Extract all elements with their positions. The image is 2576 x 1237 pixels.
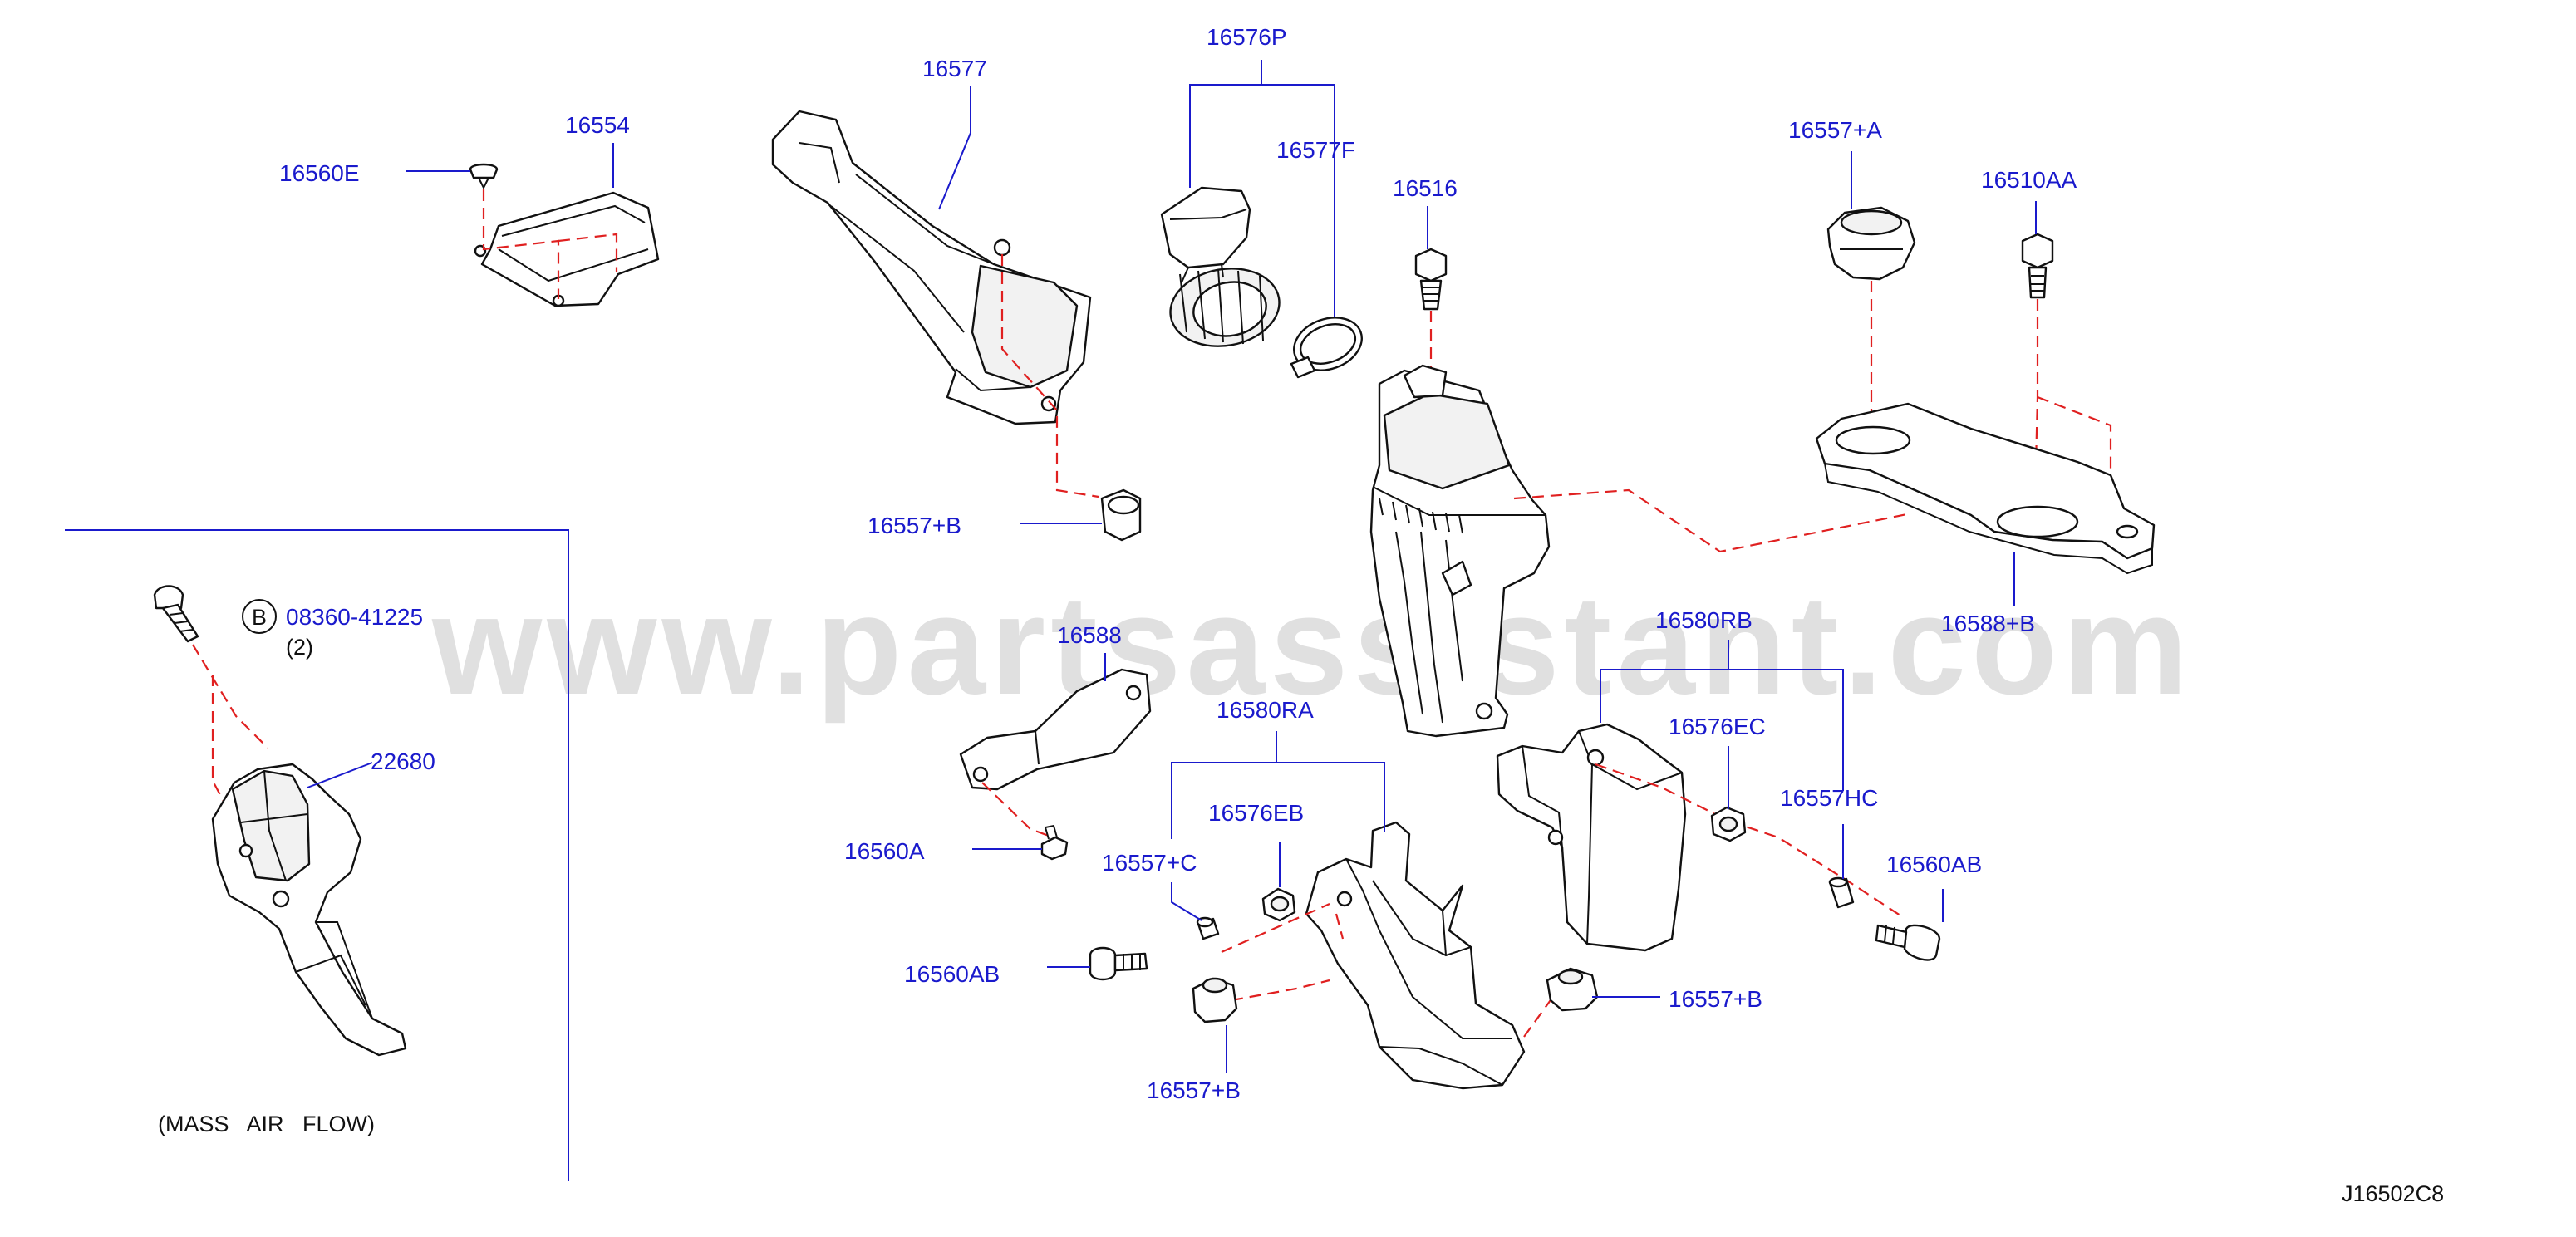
- part-duct-16577[interactable]: [771, 110, 1092, 425]
- leader-16557C: [1171, 882, 1202, 921]
- dash-16577: [1000, 254, 1099, 498]
- part-resonator-16580RB[interactable]: [1496, 723, 1687, 952]
- watermark: www.partsassistant.com: [431, 567, 2193, 724]
- part-cover-16554[interactable]: [474, 191, 660, 307]
- part-collar-16557C[interactable]: [1196, 916, 1220, 940]
- part-bracket-16588[interactable]: [959, 668, 1152, 791]
- diagram-code: J16502C8: [2342, 1181, 2444, 1206]
- label-16557B-right[interactable]: 16557+B: [1669, 986, 1762, 1012]
- leader-16580RA: [1171, 762, 1385, 839]
- label-16580RB[interactable]: 16580RB: [1655, 607, 1753, 633]
- dash-16560AB-left: [1221, 902, 1330, 954]
- label-16588[interactable]: 16588: [1057, 622, 1122, 648]
- part-nut-16576EB[interactable]: [1261, 887, 1296, 922]
- dash-16588: [981, 782, 1050, 837]
- label-16554[interactable]: 16554: [565, 112, 630, 138]
- part-grommet-16557B-bottom[interactable]: [1192, 977, 1238, 1023]
- part-bracket-16588B[interactable]: [1815, 402, 2156, 575]
- part-bolt-16560AB-right[interactable]: [1875, 924, 1941, 961]
- dash-16557B-bottom: [1231, 979, 1330, 1002]
- label-16510AA[interactable]: 16510AA: [1981, 167, 2077, 193]
- label-16560AB-left[interactable]: 16560AB: [904, 961, 1000, 987]
- dash-16560E: [482, 189, 560, 299]
- label-16557B-bottom[interactable]: 16557+B: [1147, 1077, 1241, 1103]
- label-16577F[interactable]: 16577F: [1276, 137, 1355, 163]
- label-16560E[interactable]: 16560E: [279, 160, 360, 186]
- part-resonator-16580RA[interactable]: [1305, 821, 1526, 1090]
- label-16576P[interactable]: 16576P: [1207, 24, 1287, 50]
- label-08360-qty: (2): [286, 635, 313, 660]
- circle-b-marker: [242, 599, 277, 634]
- part-clip-16560E[interactable]: [469, 163, 499, 190]
- dash-16557B-right: [1523, 988, 1560, 1038]
- label-16560A[interactable]: 16560A: [844, 838, 925, 864]
- dash-16554: [558, 233, 618, 272]
- label-16557HC[interactable]: 16557HC: [1780, 785, 1878, 811]
- part-bolt-08360[interactable]: [153, 585, 199, 643]
- part-maf-sensor-22680[interactable]: [211, 763, 407, 1057]
- caption-mass-air-flow: (MASS AIR FLOW): [158, 1112, 375, 1136]
- part-collar-16557HC[interactable]: [1828, 876, 1855, 909]
- dash-16510AA: [2034, 299, 2039, 525]
- inset-frame: [65, 529, 569, 1181]
- label-16577[interactable]: 16577: [922, 56, 987, 81]
- leader-22680: [307, 762, 373, 788]
- label-22680[interactable]: 22680: [371, 749, 435, 774]
- leader-16580RB: [1600, 669, 1844, 791]
- label-16516[interactable]: 16516: [1393, 175, 1458, 201]
- dash-case: [1513, 488, 1912, 553]
- leader-16577: [938, 86, 971, 210]
- part-air-cleaner-case[interactable]: [1369, 364, 1551, 738]
- label-16576EC[interactable]: 16576EC: [1669, 714, 1766, 739]
- circle-b-letter: B: [252, 605, 267, 630]
- part-grommet-16557B-right[interactable]: [1546, 967, 1599, 1012]
- dash-16510AA-b: [2037, 395, 2112, 498]
- label-16557C[interactable]: 16557+C: [1102, 850, 1197, 876]
- label-08360-41225[interactable]: 08360-41225: [286, 604, 423, 630]
- label-16580RA[interactable]: 16580RA: [1217, 697, 1314, 723]
- part-grommet-16557A[interactable]: [1826, 206, 1916, 281]
- part-bolt-16560AB-left[interactable]: [1089, 946, 1148, 981]
- label-16576EB[interactable]: 16576EB: [1208, 800, 1304, 826]
- part-bolt-16560A[interactable]: [1040, 824, 1069, 861]
- part-bolt-16510AA[interactable]: [2021, 233, 2054, 299]
- label-16560AB-right[interactable]: 16560AB: [1886, 852, 1982, 877]
- part-nut-16576EC[interactable]: [1710, 806, 1747, 842]
- label-16588B[interactable]: 16588+B: [1941, 611, 2035, 636]
- label-16557B-top[interactable]: 16557+B: [868, 513, 961, 538]
- dash-16580RB: [1595, 763, 1904, 918]
- dash-08360: [192, 644, 268, 807]
- part-clamp-16577F[interactable]: [1286, 308, 1369, 379]
- part-bolt-16516[interactable]: [1414, 248, 1448, 311]
- dash-16557C: [1335, 913, 1345, 940]
- label-16557A[interactable]: 16557+A: [1788, 117, 1882, 143]
- part-hose-16576P[interactable]: [1160, 186, 1286, 355]
- part-grommet-16557B-top[interactable]: [1100, 488, 1142, 542]
